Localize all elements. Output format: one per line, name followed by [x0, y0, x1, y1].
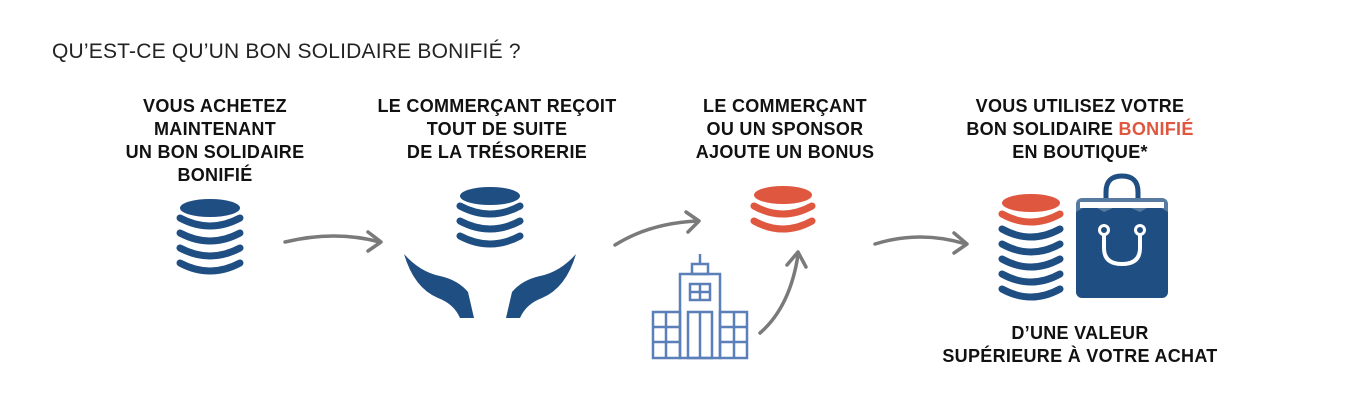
step-2-line-1: LE COMMERÇANT REÇOIT: [377, 96, 617, 116]
step-1-line-3: UN BON SOLIDAIRE: [125, 142, 305, 162]
arrow-1-icon: [283, 230, 383, 253]
step-2-text: LE COMMERÇANT REÇOIT TOUT DE SUITE DE LA…: [362, 95, 632, 164]
right-hand-shape: [506, 254, 576, 318]
mixed-coin-stack-icon: [998, 194, 1064, 301]
step-3-line-2: OU UN SPONSOR: [706, 119, 864, 139]
result-text: D’UNE VALEUR SUPÉRIEURE À VOTRE ACHAT: [920, 322, 1240, 368]
step-3-line-3: AJOUTE UN BONUS: [695, 142, 875, 162]
coins-hands-icon: [404, 187, 576, 318]
step-3-text: LE COMMERÇANT OU UN SPONSOR AJOUTE UN BO…: [670, 95, 900, 164]
coin-stack-icon: [176, 199, 244, 275]
arrow-up-icon: [758, 250, 808, 335]
step-1-text: VOUS ACHETEZ MAINTENANT UN BON SOLIDAIRE…: [115, 95, 315, 187]
step-4-text: VOUS UTILISEZ VOTRE BON SOLIDAIRE BONIFI…: [935, 95, 1225, 164]
step-1-line-2: MAINTENANT: [154, 119, 276, 139]
result-line-2: SUPÉRIEURE À VOTRE ACHAT: [942, 346, 1218, 366]
shopping-bag-icon: [1076, 173, 1168, 298]
left-hand-shape: [404, 254, 474, 318]
bonifie-highlight: BONIFIÉ: [1118, 119, 1194, 139]
step-4-line-3: EN BOUTIQUE*: [1012, 142, 1148, 162]
page-title: QU’EST-CE QU’UN BON SOLIDAIRE BONIFIÉ ?: [52, 40, 521, 63]
step-2-line-3: DE LA TRÉSORERIE: [406, 142, 588, 162]
step-1-line-4: BONIFIÉ: [177, 165, 253, 185]
step-4-line-1: VOUS UTILISEZ VOTRE: [975, 96, 1185, 116]
arrow-4-icon: [873, 231, 969, 255]
step-4-line-2-prefix: BON SOLIDAIRE: [966, 119, 1119, 139]
step-2-line-2: TOUT DE SUITE: [426, 119, 568, 139]
arrow-2-icon: [613, 210, 701, 247]
result-line-1: D’UNE VALEUR: [1011, 323, 1149, 343]
step-3-line-1: LE COMMERÇANT: [703, 96, 867, 116]
building-icon: [651, 254, 749, 360]
bonus-coins-icon: [750, 186, 816, 233]
step-1-line-1: VOUS ACHETEZ: [143, 96, 287, 116]
step-4-line-2: BON SOLIDAIRE BONIFIÉ: [935, 118, 1225, 141]
